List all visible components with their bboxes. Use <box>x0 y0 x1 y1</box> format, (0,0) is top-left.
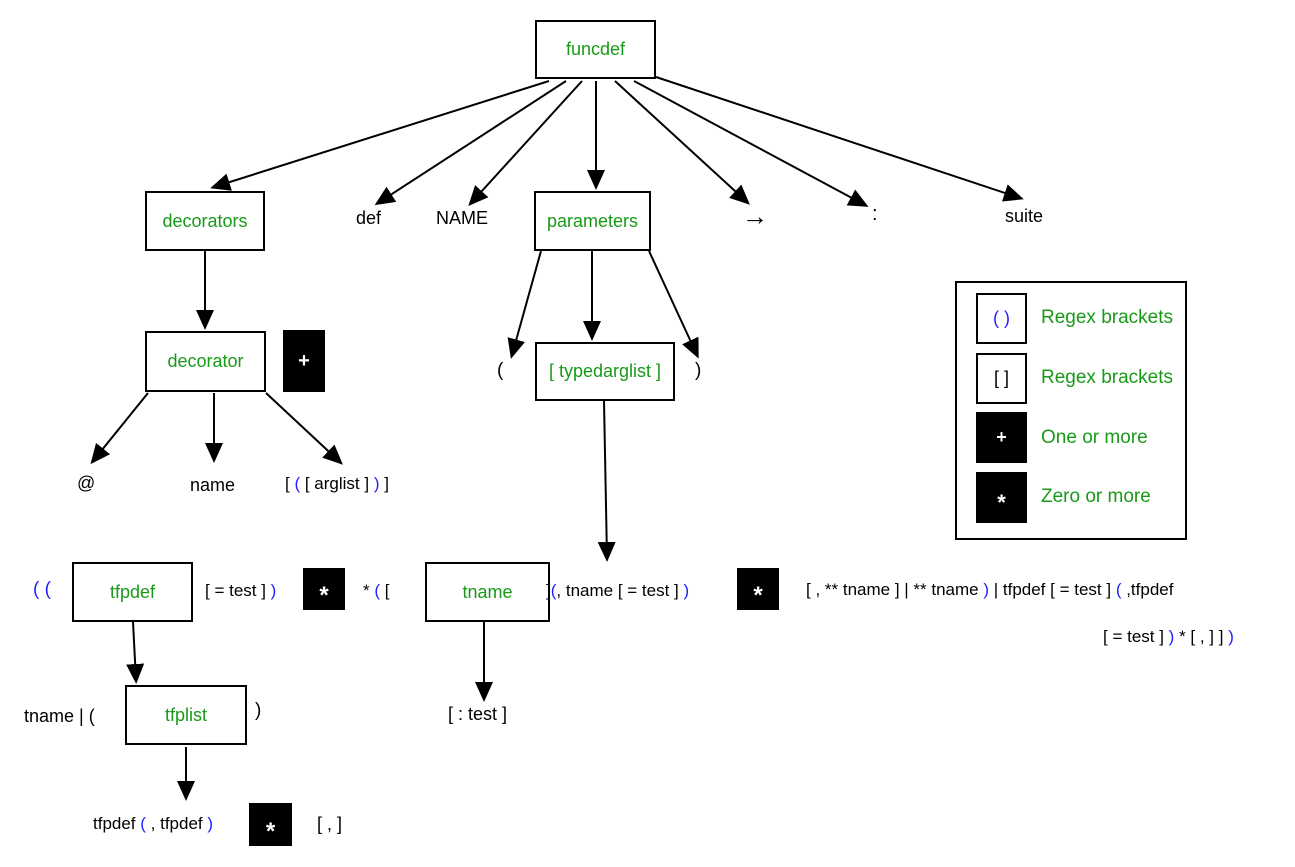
zero-or-more-operator-3: * <box>249 803 292 846</box>
asterisk-icon: * <box>753 582 763 609</box>
expr-decorator-arglist: [ ( [ arglist ] ) ] <box>285 474 389 493</box>
zero-or-more-operator-2: * <box>737 568 779 610</box>
terminal-name: name <box>190 475 236 495</box>
plus-icon: + <box>298 349 310 372</box>
expr-tfplist-expansion: tfpdef ( , tfpdef ) <box>93 814 214 833</box>
edge-funcdef-def <box>374 80 567 206</box>
terminal-at-sign: @ <box>77 473 96 493</box>
legend-zero-or-more-icon: * <box>976 472 1027 523</box>
terminal-def: def <box>356 208 382 228</box>
node-tfplist: tfplist <box>125 685 247 745</box>
terminal-NAME: NAME <box>436 208 489 228</box>
node-tname: tname <box>425 562 550 622</box>
legend-label-regex-parens: Regex brackets <box>1041 307 1174 328</box>
edge-funcdef-suite <box>655 76 1024 202</box>
expr-typedarglist-tail-line2: [ = test ] ) * [ , ] ] ) <box>1103 627 1234 646</box>
legend-regex-parens-icon: ( ) <box>976 293 1027 344</box>
terminal-suite: suite <box>1005 206 1044 226</box>
asterisk-icon: * <box>319 582 329 609</box>
terminal-tname-annotation: [ : test ] <box>448 704 508 724</box>
legend-regex-brackets-icon: [ ] <box>976 353 1027 404</box>
terminal-trailing-comma: [ , ] <box>317 814 343 834</box>
edge-decorator-at <box>90 392 149 465</box>
edge-parameters-open-paren <box>507 250 542 359</box>
return-arrow-token: → <box>742 201 768 231</box>
expr-star-open: * ( [ <box>363 581 390 600</box>
legend-one-or-more-icon: + <box>976 412 1027 463</box>
expr-after-tname: ](, tname [ = test ] ) <box>546 581 690 600</box>
expr-typedarglist-prefix: ( ( <box>33 579 51 600</box>
edge-funcdef-return-arrow <box>614 80 750 205</box>
edge-funcdef-NAME <box>468 80 583 206</box>
asterisk-icon: * <box>997 489 1006 515</box>
expr-typedarglist-tail-line1: [ , ** tname ] | ** tname ) | tfpdef [ =… <box>806 580 1174 599</box>
legend-label-one-or-more: One or more <box>1041 427 1148 448</box>
node-decorators: decorators <box>145 191 265 251</box>
one-or-more-operator: + <box>283 330 325 392</box>
terminal-colon: : <box>872 203 878 225</box>
terminal-open-paren: ( <box>497 360 504 381</box>
node-decorator: decorator <box>145 331 266 392</box>
node-funcdef: funcdef <box>535 20 656 79</box>
legend-box: ( ) Regex brackets [ ] Regex brackets + … <box>955 281 1187 540</box>
node-typedarglist: [ typedarglist ] <box>535 342 675 401</box>
node-tfpdef: tfpdef <box>72 562 193 622</box>
edge-parameters-close-paren <box>648 250 699 359</box>
legend-label-regex-brackets: Regex brackets <box>1041 367 1174 388</box>
asterisk-icon: * <box>265 817 276 845</box>
edge-decorator-arglist <box>265 392 343 465</box>
edge-typedarglist-expansion <box>597 400 616 562</box>
edge-funcdef-colon <box>633 80 869 207</box>
expr-after-tfpdef: [ = test ] ) <box>205 581 277 600</box>
legend-label-zero-or-more: Zero or more <box>1041 486 1151 507</box>
edge-funcdef-decorators <box>210 80 550 191</box>
edge-tfpdef-tfplist <box>126 621 145 684</box>
zero-or-more-operator-1: * <box>303 568 345 610</box>
node-parameters: parameters <box>534 191 651 251</box>
terminal-close-paren: ) <box>695 360 702 381</box>
terminal-tfplist-close-paren: ) <box>255 700 262 721</box>
terminal-tfpdef-alternative: tname | ( <box>24 706 95 726</box>
